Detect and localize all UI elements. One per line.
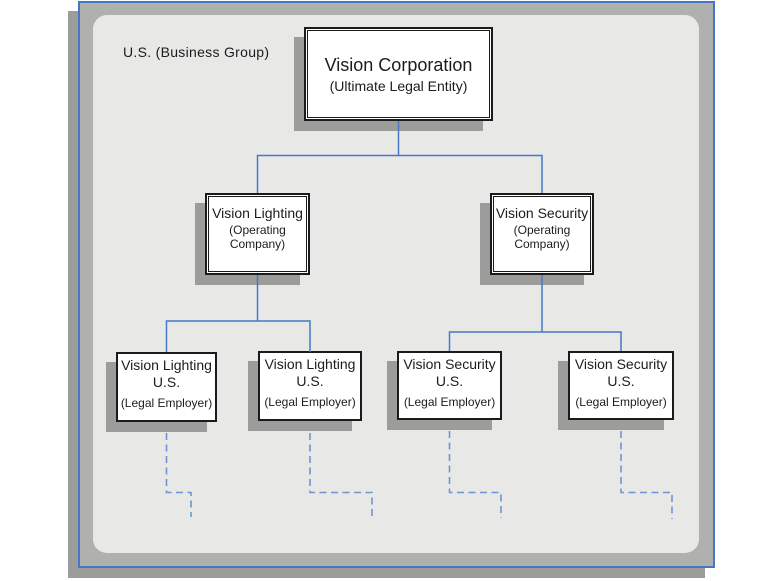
node-vision-security-us-1: Vision Security U.S. (Legal Employer) <box>397 351 502 420</box>
node-subtitle-line2: Company) <box>514 237 570 252</box>
node-vision-corporation: Vision Corporation (Ultimate Legal Entit… <box>304 27 493 121</box>
node-title: Vision Corporation <box>324 55 473 75</box>
node-title-line1: Vision Security <box>403 356 496 372</box>
node-title: Vision Security <box>495 205 589 221</box>
node-subtitle-line1: (Operating <box>513 223 571 238</box>
node-title-line2: U.S. <box>435 372 464 389</box>
node-title-line1: Vision Security <box>574 356 668 372</box>
node-vision-lighting: Vision Lighting (Operating Company) <box>205 193 310 275</box>
node-vision-lighting-us-1: Vision Lighting U.S. (Legal Employer) <box>116 352 217 422</box>
node-vision-lighting-us-2: Vision Lighting U.S. (Legal Employer) <box>258 351 362 421</box>
node-subtitle: (Legal Employer) <box>575 394 667 409</box>
node-subtitle: (Operating Company) <box>229 224 286 252</box>
node-title-line1: Vision Lighting <box>264 356 356 372</box>
business-group-label: U.S. (Business Group) <box>123 44 270 60</box>
node-title: Vision Lighting <box>212 205 303 221</box>
node-subtitle: (Ultimate Legal Entity) <box>329 77 468 94</box>
node-subtitle: (Legal Employer) <box>403 394 496 409</box>
node-subtitle-line1: (Operating <box>229 223 286 238</box>
node-title-line2: U.S. <box>152 373 181 390</box>
node-title-line2: U.S. <box>607 372 635 389</box>
node-title-line2: U.S. <box>296 372 324 389</box>
node-subtitle: (Operating Company) <box>514 224 571 252</box>
node-vision-security: Vision Security (Operating Company) <box>490 193 594 275</box>
node-vision-security-us-2: Vision Security U.S. (Legal Employer) <box>568 351 674 420</box>
node-title-line1: Vision Lighting <box>121 357 212 373</box>
node-subtitle: (Legal Employer) <box>264 394 356 409</box>
node-subtitle-line2: Company) <box>229 237 286 252</box>
node-subtitle: (Legal Employer) <box>120 395 213 410</box>
